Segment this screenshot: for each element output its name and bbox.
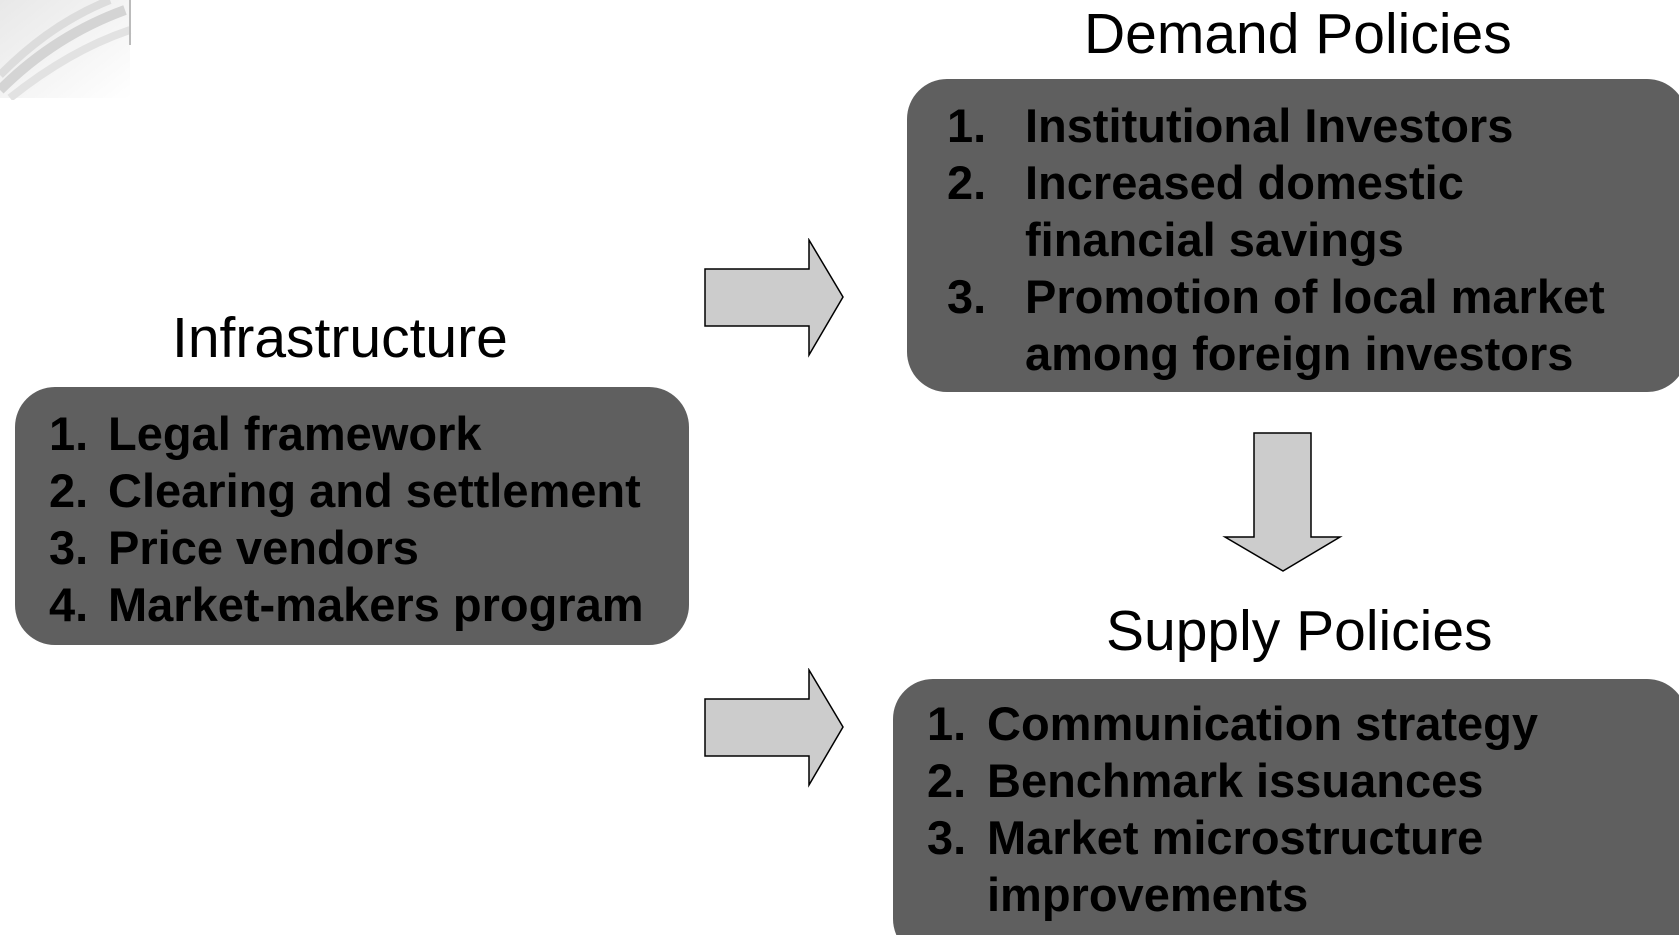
- logo-swirl-icon: [0, 0, 132, 100]
- item-text: Benchmark issuances: [987, 754, 1484, 807]
- item-text: Market-makers program: [108, 578, 644, 631]
- item-text: Institutional Investors: [1025, 99, 1514, 152]
- list-item: 3. Price vendors: [49, 519, 689, 576]
- list-item: 1. Legal framework: [49, 405, 689, 462]
- item-text: Promotion of local market: [1025, 270, 1605, 323]
- demand-policies-heading: Demand Policies: [1084, 2, 1512, 66]
- list-item: 2. Benchmark issuances: [927, 752, 1679, 809]
- item-text: Legal framework: [108, 407, 482, 460]
- list-item: 4. Market-makers program: [49, 576, 689, 633]
- infrastructure-heading: Infrastructure: [172, 306, 508, 370]
- infrastructure-list: 1. Legal framework 2. Clearing and settlem…: [49, 405, 689, 633]
- supply-policies-heading: Supply Policies: [1106, 599, 1493, 663]
- item-number: 3.: [49, 521, 89, 574]
- demand-policies-box: 1. Institutional Investors 2. Increased do…: [907, 79, 1679, 392]
- item-text: Communication strategy: [987, 697, 1539, 750]
- list-item: 2. Clearing and settlement: [49, 462, 689, 519]
- item-text-continued: financial savings: [1025, 213, 1404, 266]
- demand-policies-list: 1. Institutional Investors 2. Increased do…: [947, 97, 1679, 382]
- item-number: 4.: [49, 578, 89, 631]
- arrow-to-demand-icon: [704, 238, 844, 358]
- item-number: 3.: [927, 811, 967, 864]
- item-text: Market microstructure: [987, 811, 1484, 864]
- item-number: 3.: [947, 270, 987, 323]
- item-number: 1.: [947, 99, 987, 152]
- item-number: 2.: [947, 156, 987, 209]
- item-text: Clearing and settlement: [108, 464, 641, 517]
- item-number: 1.: [927, 697, 967, 750]
- item-text: Price vendors: [108, 521, 419, 574]
- item-text: Increased domestic: [1025, 156, 1464, 209]
- supply-policies-list: 1. Communication strategy 2. Benchmark iss…: [927, 695, 1679, 923]
- arrow-to-supply-icon: [704, 668, 844, 788]
- list-item: 1. Communication strategy: [927, 695, 1679, 752]
- item-number: 2.: [927, 754, 967, 807]
- list-item: 1. Institutional Investors: [947, 97, 1679, 154]
- supply-policies-box: 1. Communication strategy 2. Benchmark iss…: [893, 679, 1679, 935]
- item-number: 1.: [49, 407, 89, 460]
- infrastructure-box: 1. Legal framework 2. Clearing and settlem…: [15, 387, 689, 645]
- arrow-down-to-supply-icon: [1222, 432, 1343, 572]
- item-number: 2.: [49, 464, 89, 517]
- item-text-continued: improvements: [987, 868, 1309, 921]
- item-text-continued: among foreign investors: [1025, 327, 1574, 380]
